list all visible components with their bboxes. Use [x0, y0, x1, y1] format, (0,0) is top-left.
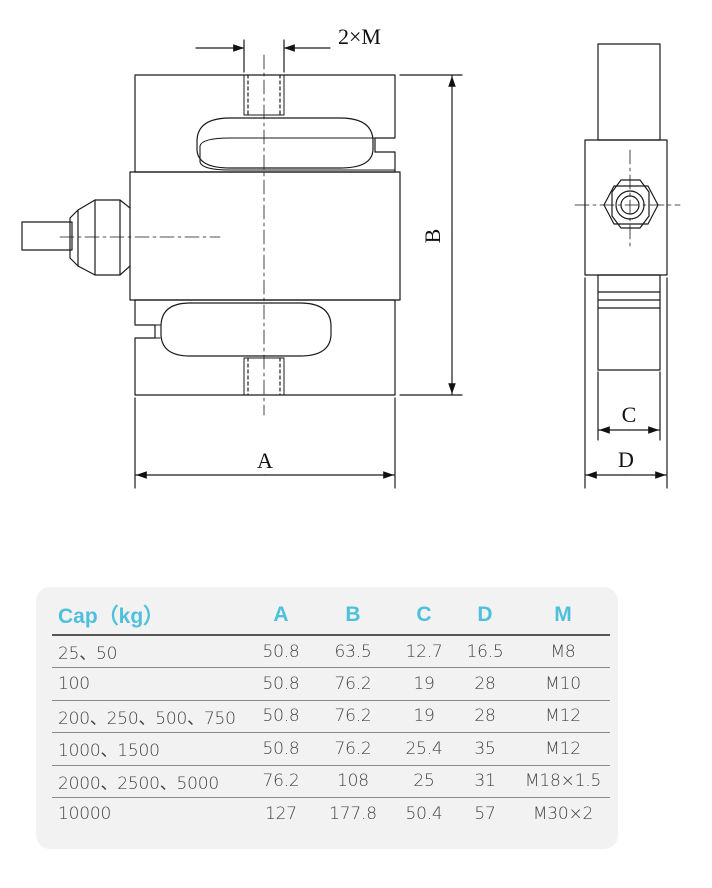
s-body-outline [134, 74, 396, 173]
cell-a: 50.8 [250, 700, 312, 734]
cell-m: M12 [516, 732, 610, 766]
s-body-lower-outline [134, 299, 396, 396]
cell-m: M18×1.5 [516, 765, 610, 798]
table-row: 1000、1500 50.8 76.2 25.4 35 M12 [52, 732, 610, 766]
cell-b: 63.5 [312, 635, 394, 669]
thread-label: 2×M [338, 24, 381, 49]
cell-m: M10 [516, 667, 610, 701]
header-cap: Cap（kg） [52, 596, 250, 636]
dim-d: D [584, 277, 668, 489]
cell-c: 25 [394, 765, 454, 798]
header-b: B [312, 596, 394, 636]
cell-d: 28 [454, 667, 516, 701]
cell-a: 50.8 [250, 732, 312, 766]
load-cell-technical-drawing: 2×M B A [21, 24, 681, 489]
cell-b: 76.2 [312, 732, 394, 766]
header-a: A [250, 596, 312, 636]
table-row: 100 50.8 76.2 19 28 M10 [52, 667, 610, 701]
cell-a: 50.8 [250, 635, 312, 669]
cell-d: 31 [454, 765, 516, 798]
header-m: M [516, 596, 610, 636]
cell-c: 12.7 [394, 635, 454, 669]
cable-gland [21, 199, 131, 276]
front-view [21, 54, 401, 416]
table-row: 200、250、500、750 50.8 76.2 19 28 M12 [52, 700, 610, 734]
dim-b: B [399, 74, 463, 396]
cell-m: M12 [516, 700, 610, 734]
dim-d-label: D [618, 447, 634, 472]
cell-m: M30×2 [532, 803, 594, 824]
cell-d: 35 [454, 732, 516, 766]
spec-table: Cap（kg） A B C D M 25、50 50.8 63.5 12.7 1… [52, 596, 610, 829]
cell-b: 177.8 [329, 803, 377, 824]
table-header-row: Cap（kg） A B C D M [52, 596, 610, 636]
cell-cap: 25、50 [52, 635, 250, 669]
table-row: 25、50 50.8 63.5 12.7 16.5 M8 [52, 635, 610, 669]
header-d: D [454, 596, 516, 636]
cell-b: 76.2 [312, 700, 394, 734]
cell-c: 19 [394, 700, 454, 734]
cell-cap: 200、250、500、750 [52, 700, 250, 734]
table-row: 2000、2500、5000 76.2 108 25 31 M18×1.5 [52, 765, 610, 798]
dim-a-label: A [257, 448, 273, 473]
cell-c: 50.4 [405, 803, 443, 824]
cell-d: 28 [454, 700, 516, 734]
dim-a: A [134, 397, 396, 489]
cell-cap: 1000、1500 [52, 732, 250, 766]
cell-a: 127 [265, 803, 297, 824]
dim-c: C [597, 371, 661, 441]
dim-c-label: C [622, 402, 637, 427]
header-c: C [394, 596, 454, 636]
cell-a: 76.2 [250, 765, 312, 798]
cell-d: 16.5 [454, 635, 516, 669]
cell-d: 57 [474, 803, 496, 824]
cell-cap: 100 [52, 667, 250, 701]
cell-c: 19 [394, 667, 454, 701]
cell-c: 25.4 [394, 732, 454, 766]
table-row: 10000 127 177.8 50.4 57 M30×2 [52, 797, 610, 829]
cell-cap: 10000 [58, 803, 112, 824]
hex-nut [603, 179, 659, 229]
cell-cap: 2000、2500、5000 [52, 765, 250, 798]
cable [21, 221, 73, 251]
cell-m: M8 [516, 635, 610, 669]
cell-b: 76.2 [312, 667, 394, 701]
cell-b: 108 [312, 765, 394, 798]
dim-thread: 2×M [195, 24, 381, 73]
center-block [129, 171, 401, 301]
upper-slot [199, 137, 396, 171]
cell-a: 50.8 [250, 667, 312, 701]
dim-b-label: B [420, 229, 445, 244]
side-view [574, 43, 681, 371]
lower-slot-notch [134, 324, 161, 339]
